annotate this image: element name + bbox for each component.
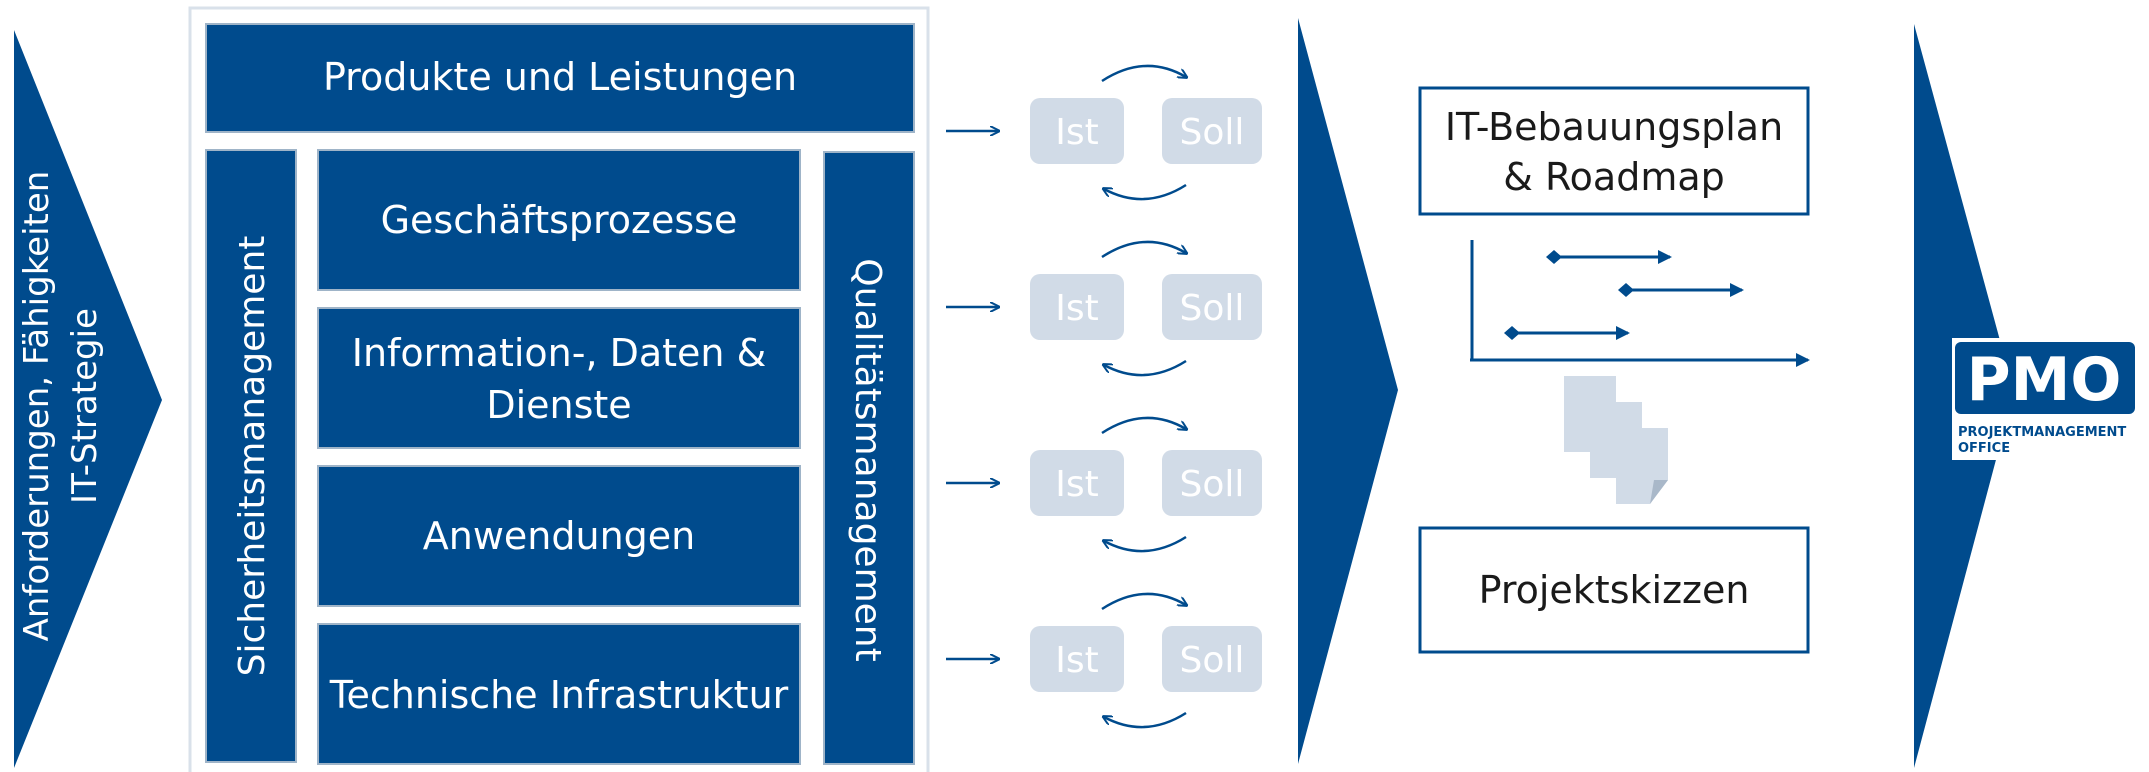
security-label: Sicherheitsmanagement <box>232 236 273 677</box>
architecture-block: Produkte und Leistungen Sicherheitsmanag… <box>188 6 930 772</box>
layer-technical-infrastructure <box>317 623 801 765</box>
ist-label: Ist <box>1055 112 1099 153</box>
comparison-row: Ist Soll <box>946 64 1262 201</box>
plan-line2: & Roadmap <box>1503 155 1725 199</box>
cycle-arrow-bottom <box>1104 711 1187 729</box>
soll-box <box>1162 274 1262 340</box>
roadmap-bar-3-start <box>1504 326 1520 340</box>
soll-box <box>1162 98 1262 164</box>
documents-icon <box>1564 376 1668 504</box>
comparison-row: Ist Soll <box>946 240 1262 377</box>
products-label: Produkte und Leistungen <box>323 55 797 99</box>
soll-label: Soll <box>1180 288 1245 329</box>
roadmap-icon <box>1470 240 1810 367</box>
layer-technical-infrastructure-label: Technische Infrastruktur <box>329 673 789 717</box>
sketches-label: Projektskizzen <box>1479 568 1750 612</box>
pmo-logo-mark: PMO <box>1967 345 2122 415</box>
layer-information-data-line1: Information-, Daten & <box>352 331 766 375</box>
layer-business-processes <box>317 149 801 291</box>
layer-business-processes-label: Geschäftsprozesse <box>381 198 738 242</box>
ist-label: Ist <box>1055 288 1099 329</box>
output-chevron-shape <box>1298 18 1398 764</box>
pmo-logo-caption-line1: PROJEKTMANAGEMENT <box>1958 425 2126 440</box>
ist-label: Ist <box>1055 464 1099 505</box>
ist-label: Ist <box>1055 640 1099 681</box>
pmo-logo-caption-line2: OFFICE <box>1958 441 2010 456</box>
cycle-arrow-bottom <box>1104 535 1187 553</box>
cycle-arrow-top <box>1101 592 1186 611</box>
plan-box <box>1418 86 1810 216</box>
cycle-arrow-bottom <box>1104 183 1187 201</box>
roadmap-bar-1-start <box>1546 250 1562 264</box>
document-3 <box>1616 428 1668 504</box>
input-chevron: Anforderungen, Fähigkeiten IT-Strategie <box>14 30 162 768</box>
layer-applications-label: Anwendungen <box>423 514 696 558</box>
cycle-arrow-bottom <box>1104 359 1187 377</box>
soll-label: Soll <box>1180 640 1245 681</box>
products-box <box>205 23 915 133</box>
layer-applications <box>317 465 801 607</box>
pmo-logo-mark-box <box>1955 342 2135 414</box>
outputs: IT-Bebauungsplan & Roadmap Projektskizze… <box>1418 86 1810 654</box>
security-box <box>205 149 297 763</box>
sketches-box <box>1418 526 1810 654</box>
quality-box <box>823 151 915 765</box>
quality-label: Qualitätsmanagement <box>847 258 888 661</box>
plan-line1: IT-Bebauungsplan <box>1445 105 1783 149</box>
cycle-arrow-top <box>1101 240 1186 259</box>
input-line1: Anforderungen, Fähigkeiten <box>17 171 57 642</box>
cycle-arrow-top <box>1101 416 1186 435</box>
layer-information-data <box>317 307 801 449</box>
ist-box <box>1030 274 1124 340</box>
layer-information-data-line2: Dienste <box>486 383 631 427</box>
roadmap-bar-2-start <box>1618 283 1634 297</box>
soll-box <box>1162 450 1262 516</box>
input-line2: IT-Strategie <box>65 308 105 504</box>
comparison-row: Ist Soll <box>946 416 1262 553</box>
soll-label: Soll <box>1180 112 1245 153</box>
ist-box <box>1030 626 1124 692</box>
soll-box <box>1162 626 1262 692</box>
ist-box <box>1030 450 1124 516</box>
soll-label: Soll <box>1180 464 1245 505</box>
ist-box <box>1030 98 1124 164</box>
document-3-fold <box>1650 480 1668 504</box>
comparison-row: Ist Soll <box>946 592 1262 729</box>
cycle-arrow-top <box>1101 64 1186 83</box>
pmo-logo: PMO PROJEKTMANAGEMENT OFFICE <box>1952 338 2138 460</box>
input-chevron-shape <box>14 30 162 768</box>
